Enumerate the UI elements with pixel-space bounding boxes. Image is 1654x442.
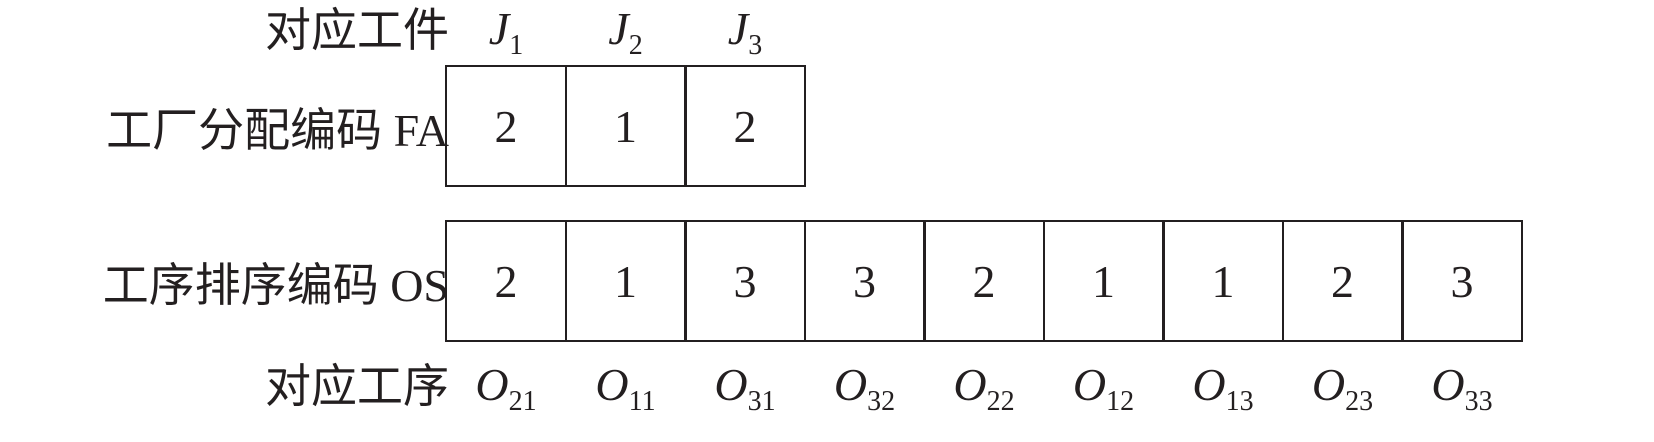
- operation-tag: O13: [1192, 359, 1254, 417]
- fa-cell: 1: [564, 65, 687, 187]
- os-row-label: 工序排序编码 OS: [102, 260, 449, 311]
- operation-tag: O31: [714, 359, 776, 417]
- job-tag: J1: [488, 3, 524, 61]
- jobs-row-label: 对应工件: [265, 5, 449, 56]
- job-tag: J3: [727, 3, 763, 61]
- os-cell: 1: [564, 220, 687, 342]
- operation-tag: O12: [1072, 359, 1135, 417]
- job-tags: J1 J2 J3: [445, 6, 806, 60]
- os-cell: 3: [803, 220, 926, 342]
- fa-cell: 2: [684, 65, 806, 187]
- os-cell: 1: [1162, 220, 1284, 342]
- os-cell: 2: [923, 220, 1045, 342]
- job-tag: J2: [608, 3, 643, 61]
- ops-row-label: 对应工序: [265, 361, 449, 412]
- operation-tag: O33: [1431, 359, 1493, 417]
- os-cell: 3: [1401, 220, 1523, 342]
- os-cell: 1: [1042, 220, 1165, 342]
- operation-tags: O21 O11 O31 O32 O22 O12 O13 O23 O33: [445, 362, 1523, 416]
- operation-tag: O21: [475, 359, 537, 417]
- fa-encoding: 2 1 2: [445, 65, 806, 187]
- os-cell: 2: [1281, 220, 1404, 342]
- os-cell: 2: [445, 220, 567, 342]
- operation-tag: O32: [833, 359, 896, 417]
- os-encoding: 2 1 3 3 2 1 1 2 3: [445, 220, 1523, 342]
- operation-tag: O11: [595, 359, 656, 417]
- fa-cell: 2: [445, 65, 567, 187]
- operation-tag: O23: [1311, 359, 1374, 417]
- os-cell: 3: [684, 220, 806, 342]
- operation-tag: O22: [953, 359, 1015, 417]
- fa-row-label: 工厂分配编码 FA: [106, 105, 449, 156]
